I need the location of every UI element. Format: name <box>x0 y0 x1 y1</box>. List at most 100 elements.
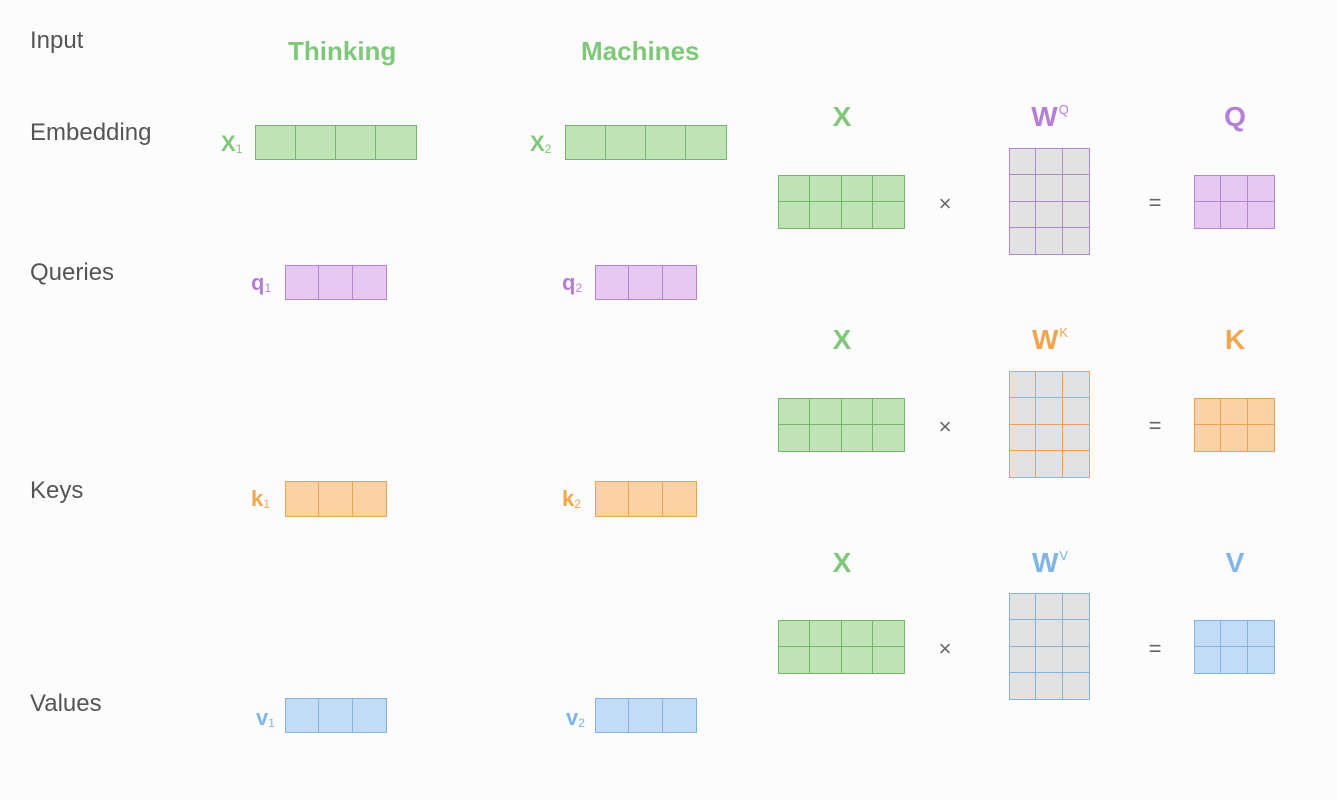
matrix-cell <box>841 621 873 647</box>
matrix-cell <box>810 621 842 647</box>
k-row-equals: = <box>1148 413 1162 438</box>
k-row-x-matrix <box>778 398 905 452</box>
matrix-cell <box>596 482 630 516</box>
q-row-times: × <box>938 191 952 216</box>
matrix-cell <box>629 699 663 732</box>
matrix-cell <box>1062 372 1089 399</box>
q2-query-vector <box>595 265 697 300</box>
matrix-cell <box>646 126 686 159</box>
matrix-cell <box>336 126 376 159</box>
v-row-equals: = <box>1148 636 1162 661</box>
matrix-cell <box>779 647 811 673</box>
matrix-cell <box>376 126 416 159</box>
row-label-embedding: Embedding <box>30 119 152 146</box>
v-output-label: V <box>1225 547 1245 578</box>
q-row-x-matrix <box>778 175 905 229</box>
matrix-cell <box>1036 424 1063 451</box>
matrix-cell <box>1247 647 1274 673</box>
matrix-cell <box>286 699 320 732</box>
matrix-cell <box>1062 646 1089 673</box>
wq-label: WQ <box>1031 101 1069 132</box>
q1-label: q1 <box>251 270 272 295</box>
matrix-cell <box>841 399 873 425</box>
row-label-values: Values <box>30 690 102 717</box>
matrix-cell <box>1062 672 1089 699</box>
v1-label: v1 <box>256 705 275 730</box>
matrix-cell <box>1036 398 1063 425</box>
matrix-cell <box>1221 425 1248 451</box>
wq-matrix <box>1009 148 1090 255</box>
matrix-cell <box>1247 399 1274 425</box>
v-row-times: × <box>938 636 952 661</box>
matrix-cell <box>319 266 353 299</box>
matrix-cell <box>841 647 873 673</box>
q-row-x-label: X <box>832 101 852 132</box>
matrix-cell <box>596 699 630 732</box>
wk-label: WK <box>1031 324 1069 355</box>
matrix-cell <box>352 266 386 299</box>
matrix-cell <box>1010 398 1037 425</box>
q-output-matrix <box>1194 175 1275 229</box>
v-row-x-label: X <box>832 547 852 578</box>
matrix-cell <box>810 647 842 673</box>
matrix-cell <box>662 266 696 299</box>
k2-label: k2 <box>562 486 581 511</box>
matrix-cell <box>296 126 336 159</box>
matrix-cell <box>841 425 873 451</box>
matrix-cell <box>606 126 646 159</box>
matrix-cell <box>1195 647 1222 673</box>
matrix-cell <box>1010 450 1037 477</box>
matrix-cell <box>1221 176 1248 202</box>
matrix-cell <box>872 176 904 202</box>
k-output-label: K <box>1224 324 1246 355</box>
matrix-cell <box>1036 175 1063 202</box>
matrix-cell <box>1221 399 1248 425</box>
matrix-cell <box>319 482 353 516</box>
k-row-x-label: X <box>832 324 852 355</box>
q-output-label: Q <box>1224 101 1246 132</box>
v2-label: v2 <box>566 705 585 730</box>
matrix-cell <box>1036 646 1063 673</box>
matrix-cell <box>286 482 320 516</box>
matrix-cell <box>629 266 663 299</box>
matrix-cell <box>1062 424 1089 451</box>
matrix-cell <box>286 266 320 299</box>
matrix-cell <box>1010 424 1037 451</box>
matrix-cell <box>686 126 726 159</box>
matrix-cell <box>1010 175 1037 202</box>
matrix-cell <box>1036 450 1063 477</box>
matrix-cell <box>1062 620 1089 647</box>
matrix-cell <box>1062 594 1089 621</box>
matrix-cell <box>779 176 811 202</box>
matrix-cell <box>872 399 904 425</box>
word-machines: Machines <box>581 36 700 66</box>
matrix-cell <box>810 425 842 451</box>
matrix-cell <box>779 425 811 451</box>
matrix-cell <box>872 621 904 647</box>
x1-label: X1 <box>221 131 243 156</box>
matrix-cell <box>1195 621 1222 647</box>
v-row-x-matrix <box>778 620 905 674</box>
matrix-cell <box>1062 175 1089 202</box>
matrix-cell <box>1036 149 1063 176</box>
matrix-cell <box>596 266 630 299</box>
matrix-cell <box>1062 149 1089 176</box>
matrix-cell <box>872 647 904 673</box>
matrix-cell <box>1221 621 1248 647</box>
matrix-cell <box>1195 202 1222 228</box>
x2-label: X2 <box>530 131 552 156</box>
matrix-cell <box>256 126 296 159</box>
k-row-times: × <box>938 414 952 439</box>
matrix-cell <box>1010 227 1037 254</box>
x2-embedding-vector <box>565 125 727 160</box>
matrix-cell <box>1010 372 1037 399</box>
matrix-cell <box>352 699 386 732</box>
matrix-cell <box>1010 149 1037 176</box>
matrix-cell <box>779 621 811 647</box>
matrix-cell <box>1247 621 1274 647</box>
matrix-cell <box>1010 594 1037 621</box>
row-label-input: Input <box>30 27 84 54</box>
row-label-queries: Queries <box>30 259 115 286</box>
matrix-cell <box>1062 227 1089 254</box>
q1-query-vector <box>285 265 387 300</box>
